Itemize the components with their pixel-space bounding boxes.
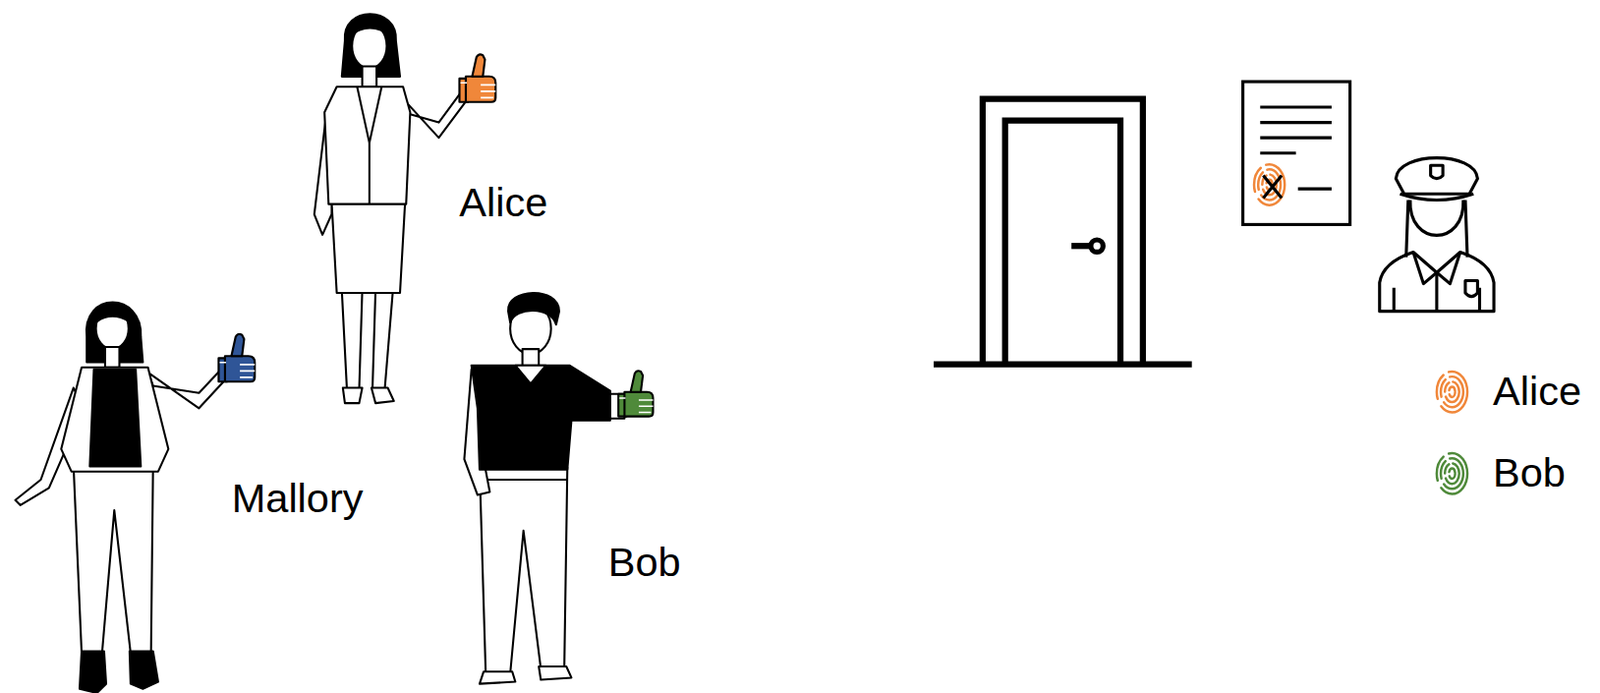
fingerprint-swatch	[1433, 449, 1471, 497]
mallory-figure	[15, 302, 256, 693]
door-icon	[933, 99, 1193, 365]
police-officer-icon	[1379, 158, 1494, 312]
legend-text: Bob	[1492, 449, 1566, 497]
fingerprint-swatch	[1433, 367, 1471, 415]
bob-figure	[463, 292, 653, 685]
person-name: Alice	[458, 178, 548, 227]
person-name: Bob	[608, 537, 682, 585]
legend-text: Alice	[1492, 367, 1582, 415]
signed-document	[1243, 81, 1351, 225]
person-name: Mallory	[231, 474, 364, 522]
